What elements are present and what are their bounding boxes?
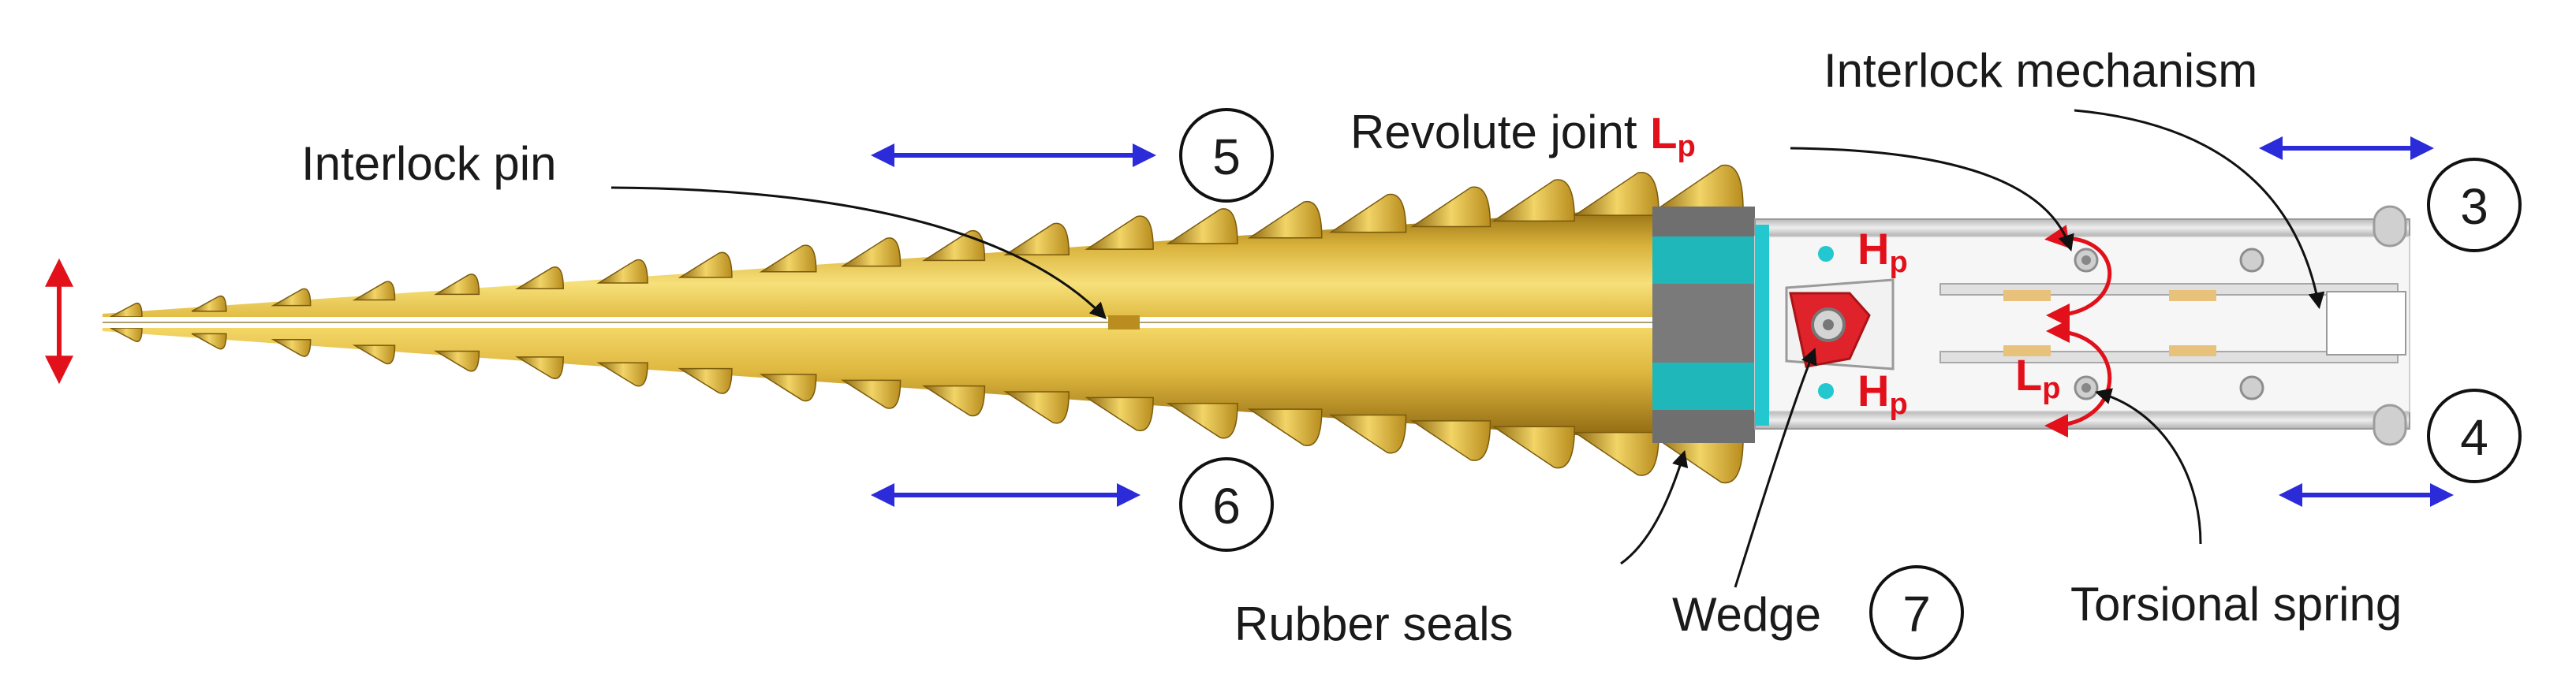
callout-3: 3 — [2427, 158, 2522, 252]
label-revolute-joint: Revolute joint Lp — [1350, 106, 1696, 163]
callout-3-text: 3 — [2460, 178, 2488, 235]
thread-ridge-bottom — [110, 327, 143, 342]
thread-ridge-top — [271, 288, 312, 307]
thread-ridge-bottom — [515, 356, 564, 380]
label-hp-top: Hp — [1857, 224, 1908, 279]
thread-ridge-bottom — [1003, 391, 1070, 424]
label-hp-bottom: Hp — [1857, 366, 1908, 421]
rubber-seals — [1652, 207, 1755, 443]
thread-ridge-bottom — [678, 367, 733, 394]
callout-6-text: 6 — [1212, 478, 1241, 534]
revolute-joint-pins — [2081, 255, 2091, 393]
thread-ridge-bottom — [1247, 408, 1323, 446]
thread-ridge-bottom — [1328, 414, 1407, 454]
thread-ridge-top — [352, 281, 396, 301]
label-interlock-mechanism: Interlock mechanism — [1824, 44, 2257, 97]
thread-ridge-top — [1166, 208, 1238, 244]
wedge — [1785, 278, 1895, 370]
thread-ridge-bottom — [1085, 397, 1154, 432]
thread-ridge-top — [840, 237, 902, 267]
callout-7: 7 — [1869, 565, 1964, 660]
thread-ridge-top — [110, 303, 143, 318]
thread-ridge-bottom — [433, 350, 480, 372]
label-rubber-seals: Rubber seals — [1234, 598, 1514, 650]
thread-ridge-top — [922, 229, 986, 262]
thread-ridge-bottom — [596, 362, 648, 387]
thread-ridge-bottom — [191, 333, 227, 350]
thread-ridge-top — [1410, 186, 1491, 228]
thread-ridge-bottom — [1573, 431, 1659, 476]
thread-ridge-top — [191, 295, 227, 312]
thread-ridge-bottom — [922, 385, 986, 417]
thread-ridge-top — [433, 274, 480, 296]
thread-ridge-top — [678, 251, 733, 278]
motion-arrows — [45, 136, 2454, 507]
thread-ridge-top — [1654, 164, 1744, 210]
thread-ridge-top — [1085, 215, 1154, 250]
thread-ridge-bottom — [271, 338, 312, 357]
callout-6: 6 — [1179, 457, 1274, 552]
thread-ridge-top — [1573, 171, 1659, 216]
thread-ridge-top — [1247, 200, 1323, 239]
leader-lines — [610, 109, 2325, 588]
thread-ridge-top — [1328, 193, 1407, 233]
thread-ridge-bottom — [1166, 403, 1238, 439]
thread-ridge-bottom — [1491, 426, 1576, 469]
thread-ridge-top — [1491, 179, 1576, 222]
rotation-arrows — [2044, 225, 2112, 438]
callout-5: 5 — [1179, 108, 1274, 203]
callout-4-text: 4 — [2460, 409, 2488, 466]
label-lp-lower: Lp — [2015, 350, 2060, 405]
label-interlock-pin: Interlock pin — [301, 137, 557, 190]
label-wedge: Wedge — [1672, 588, 1821, 641]
interlock-pin — [1108, 315, 1140, 330]
thread-ridge-top — [759, 244, 817, 273]
thread-ridge-bottom — [759, 374, 817, 402]
thread-ridge-top — [1003, 222, 1070, 256]
screw-body — [95, 164, 1744, 484]
thread-ridge-top — [515, 266, 564, 289]
callout-4: 4 — [2427, 389, 2522, 483]
callout-7-text: 7 — [1902, 586, 1931, 642]
thread-ridge-bottom — [1654, 438, 1744, 484]
callout-5-text: 5 — [1212, 128, 1241, 185]
thread-ridge-bottom — [1410, 420, 1491, 461]
label-torsional-spring: Torsional spring — [2070, 578, 2402, 631]
thread-ridge-bottom — [352, 344, 396, 365]
thread-ridge-bottom — [840, 379, 902, 409]
thread-ridge-top — [596, 259, 648, 284]
